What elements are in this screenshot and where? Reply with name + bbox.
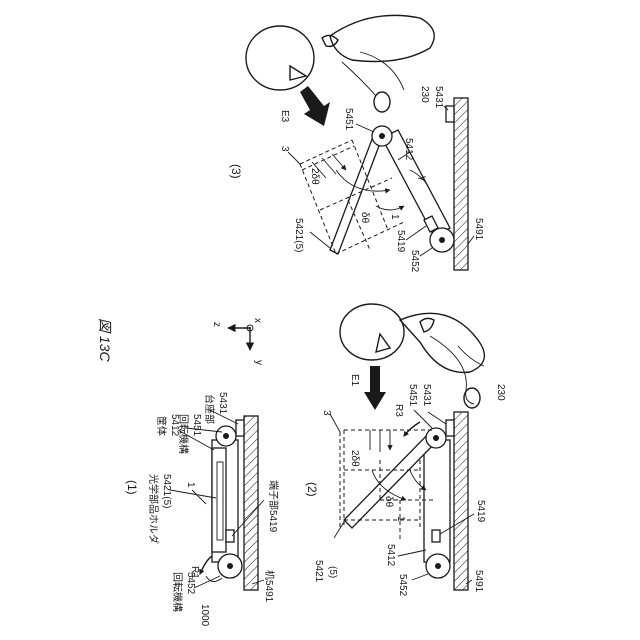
label-5412: 5412 <box>385 544 396 567</box>
panel-1-label: (1) <box>125 480 139 495</box>
light-arrow-e1 <box>364 366 386 410</box>
desk-5491 <box>454 412 468 590</box>
panel-3: (3) 230 E3 <box>229 15 484 272</box>
label-5412: 5412 <box>403 138 414 161</box>
label-device: 1000 <box>199 604 210 627</box>
label-holder-num: 5421(5) <box>161 474 172 508</box>
housing-5412 <box>382 130 450 236</box>
label-gamma: γ <box>417 176 428 181</box>
panel-1: (1) 筐体 5412 光学部品ホルダ 5421(5) 回転機構 5451 台座… <box>125 392 280 627</box>
label-5451: 5451 <box>407 384 418 407</box>
axis-x-label: x <box>252 318 263 323</box>
terminal-5419 <box>432 530 440 542</box>
label-desk: 机5491 <box>263 570 276 603</box>
optical-holder-5421 <box>212 448 226 552</box>
axis-y-label: y <box>253 360 264 365</box>
panel-3-label: (3) <box>229 164 243 179</box>
label-one: 1 <box>395 516 406 522</box>
label-rot-bot-jp: 回転機構 <box>171 572 184 612</box>
label-5421: 5421 <box>313 560 324 583</box>
label-2dtheta: 2δθ <box>309 168 320 185</box>
label-5452: 5452 <box>397 574 408 597</box>
label-rot-top-num: 5451 <box>191 414 202 437</box>
label-dtheta: δθ <box>359 212 370 224</box>
label-2dtheta: 2δθ <box>349 450 360 467</box>
label-r3: R3 <box>393 404 404 417</box>
light-arrow-e3 <box>300 86 330 126</box>
panel-2-label: (2) <box>305 482 319 497</box>
label-base-jp: 台座部 <box>203 394 216 424</box>
label-holder-jp: 光学部品ホルダ <box>147 474 160 544</box>
label-rot-top-jp: 回転機構 <box>177 414 190 454</box>
label-5491: 5491 <box>473 570 484 593</box>
label-e3: E3 <box>279 110 290 123</box>
label-one: 1 <box>389 214 400 220</box>
label-3: 3 <box>279 146 290 152</box>
label-5451: 5451 <box>343 108 354 131</box>
axis-z-label: z <box>211 322 222 327</box>
axis-triad: z x y <box>211 318 264 365</box>
base-5431 <box>236 420 244 436</box>
label-230: 230 <box>419 86 430 103</box>
rotation-arrow-r3 <box>404 422 420 436</box>
panel-2: (2) 230 E1 <box>305 304 506 597</box>
rotation-arrow-r1 <box>200 556 212 574</box>
label-r1: R1 <box>189 566 200 579</box>
base-5431 <box>446 106 454 122</box>
label-5421-sub: (5) <box>327 566 338 578</box>
label-terminal: 端子部5419 <box>267 480 280 533</box>
user-230 <box>246 15 434 112</box>
label-one: 1 <box>185 482 196 488</box>
label-dtheta: δθ <box>383 496 394 508</box>
label-housing-jp: 筐体 <box>155 416 168 436</box>
desk-5491 <box>454 98 468 270</box>
label-5491: 5491 <box>473 218 484 241</box>
label-e1: E1 <box>349 374 360 387</box>
label-5419: 5419 <box>475 500 486 523</box>
desk-5491 <box>244 416 258 590</box>
label-5452: 5452 <box>409 250 420 273</box>
label-5419: 5419 <box>395 230 406 253</box>
terminal-5419 <box>226 530 234 542</box>
housing-5412 <box>424 440 450 562</box>
label-5421: 5421(5) <box>293 218 304 252</box>
figure-title: 図 13C <box>97 318 113 362</box>
base-5431 <box>446 420 454 436</box>
label-230: 230 <box>495 384 506 401</box>
label-base-num: 5431 <box>217 392 228 415</box>
label-5431: 5431 <box>421 384 432 407</box>
label-5431: 5431 <box>433 86 444 109</box>
